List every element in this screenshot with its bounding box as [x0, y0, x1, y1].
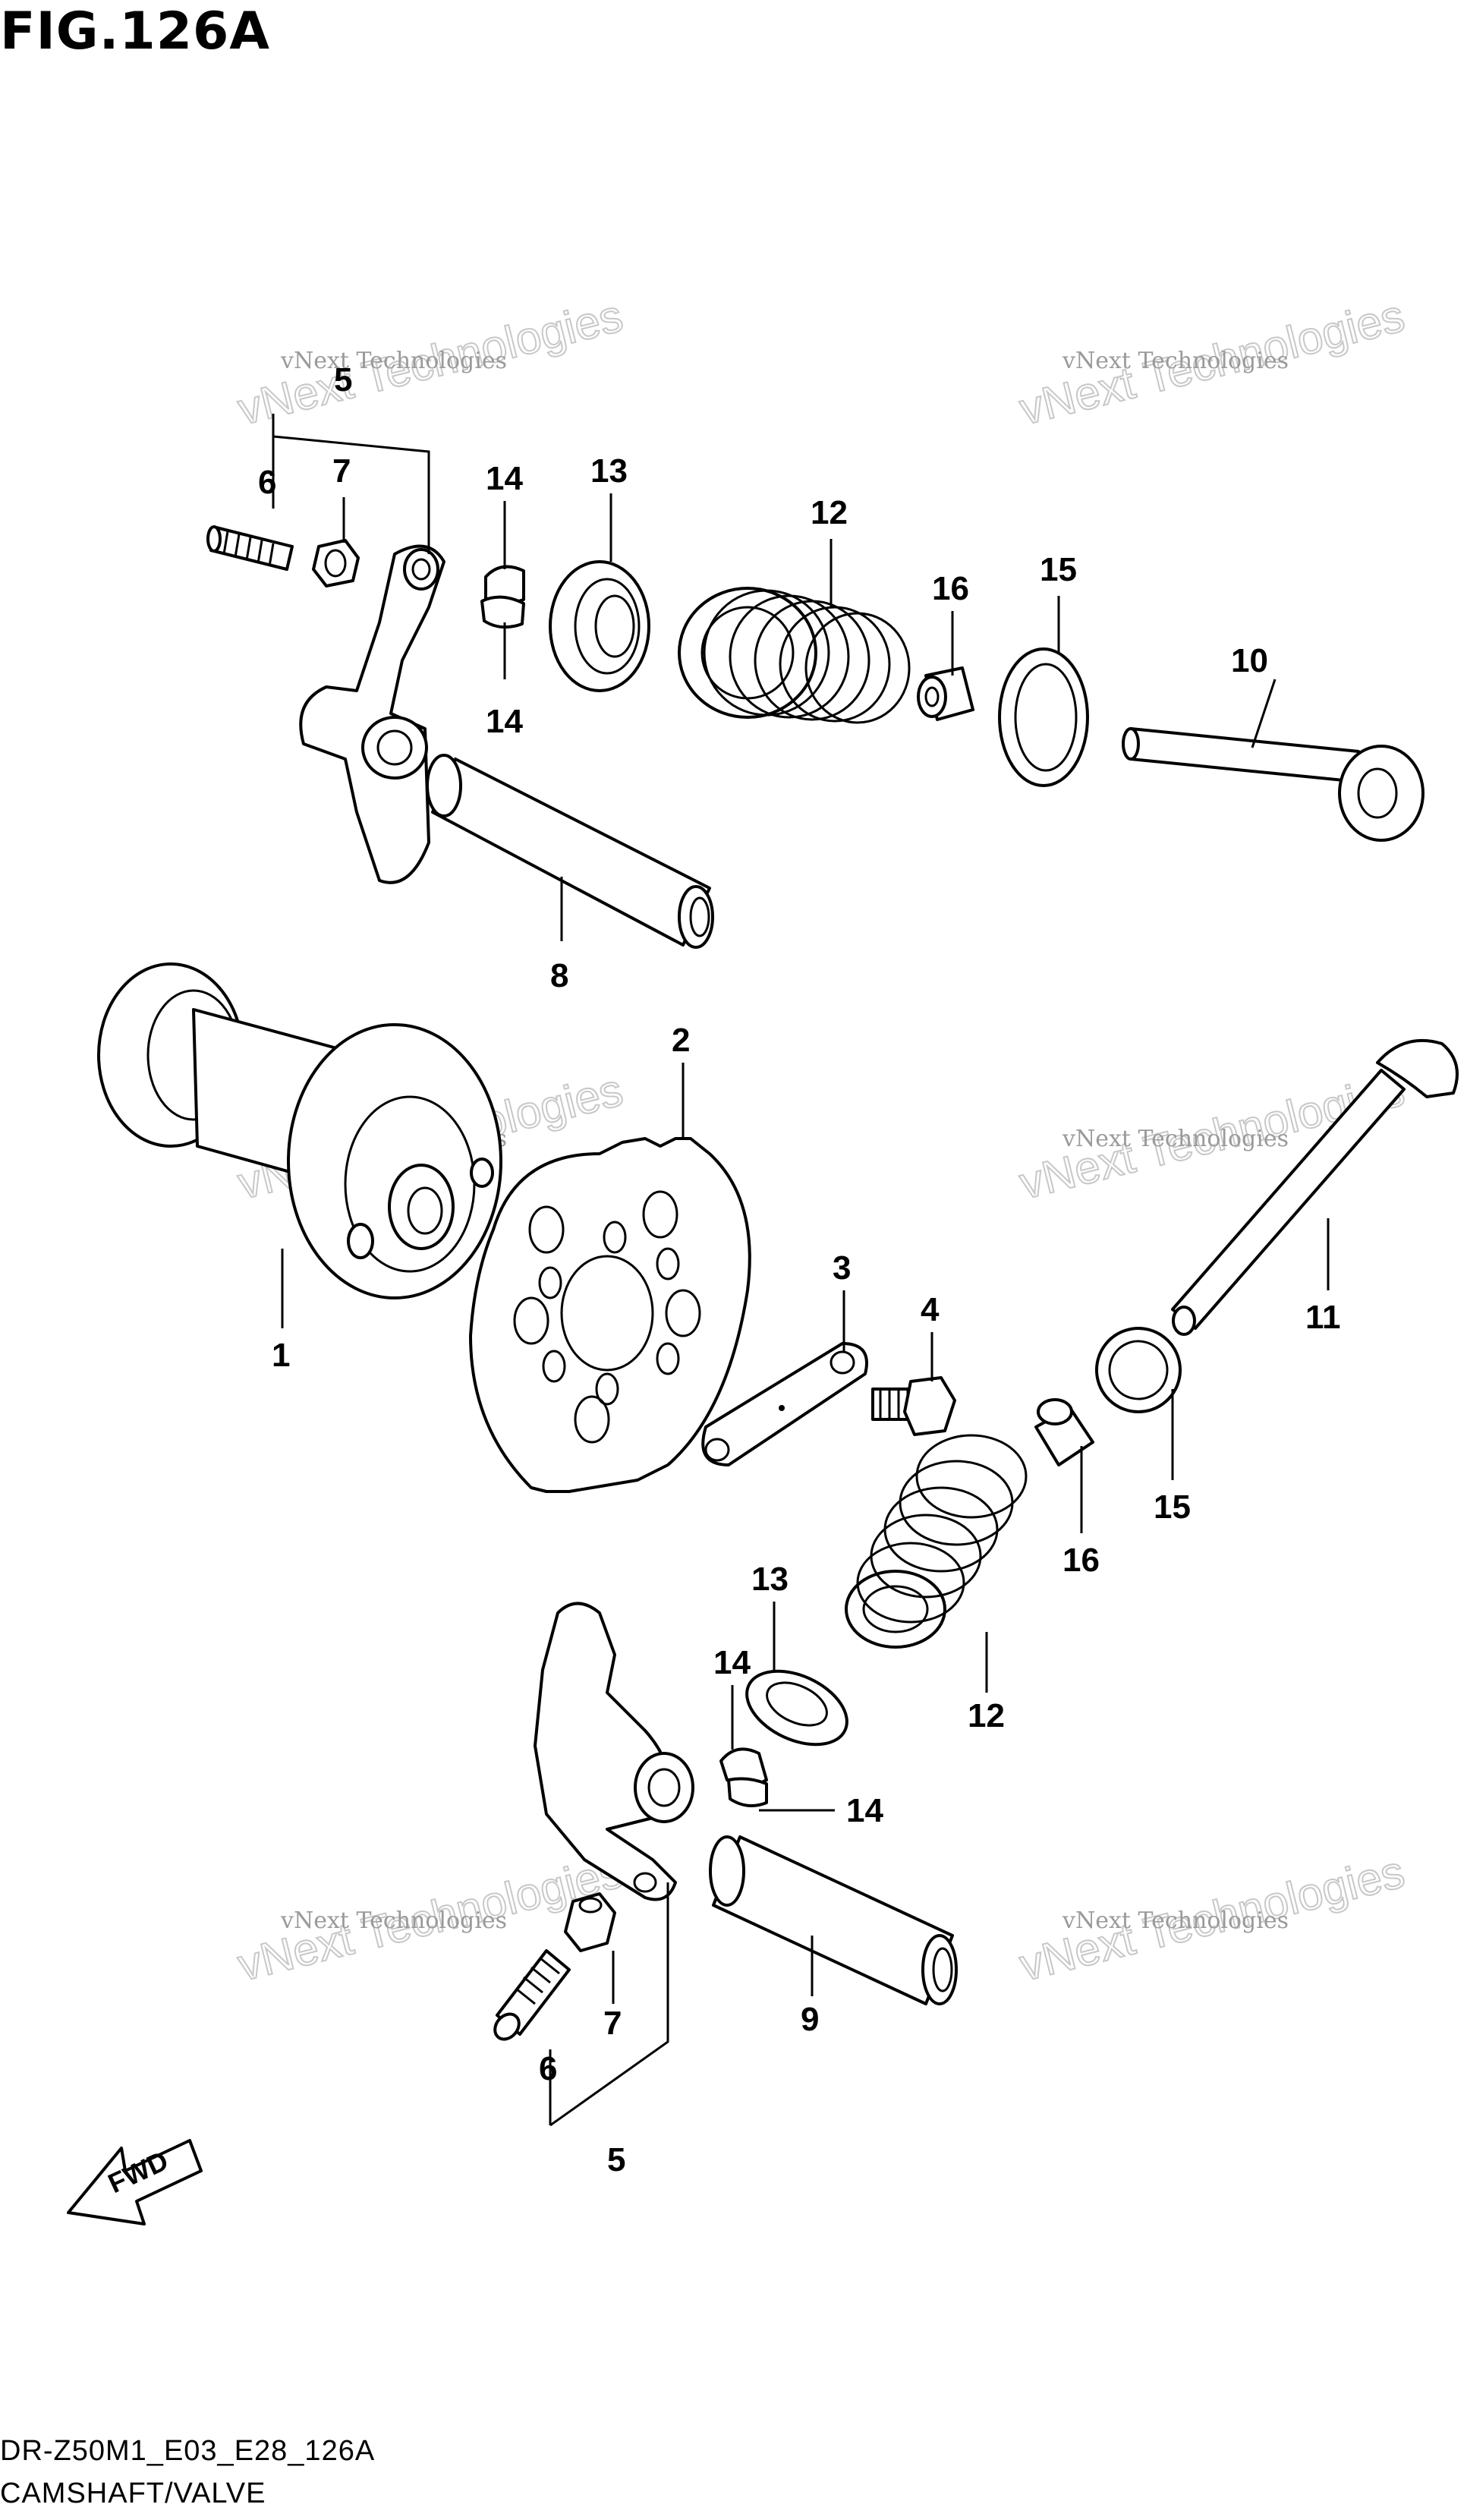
svg-text:vNext Technologies: vNext Technologies — [1062, 1907, 1289, 1934]
lock-nut-top — [312, 539, 360, 587]
spring-seat-washer-top — [998, 647, 1089, 787]
svg-text:vNext Technologies: vNext Technologies — [1062, 1126, 1289, 1152]
label-12-top: 12 — [811, 494, 848, 531]
label-14-bottom-a: 14 — [713, 1644, 751, 1681]
label-16-bottom: 16 — [1062, 1542, 1100, 1579]
watermark-top-left: vNext Technologies vNext Technologies — [232, 289, 628, 436]
rocker-arm-bottom — [534, 1602, 694, 1901]
spring-seat-washer-bottom — [1095, 1327, 1182, 1413]
camshaft-retainer-plate — [701, 1342, 868, 1466]
rocker-arm-shaft-top — [426, 754, 714, 949]
spring-retainer-bottom — [745, 1669, 848, 1747]
label-4: 4 — [921, 1291, 940, 1328]
adjusting-screw-top — [206, 525, 294, 571]
retainer-bolt — [871, 1376, 956, 1436]
label-11: 11 — [1305, 1299, 1341, 1336]
figure-title: FIG.126A — [0, 2, 270, 61]
valve-stem-seal-top — [917, 666, 974, 721]
label-12-bottom: 12 — [968, 1697, 1005, 1734]
svg-text:vNext Technologies: vNext Technologies — [280, 348, 507, 374]
label-16-top: 16 — [932, 570, 969, 607]
spring-retainer-top — [549, 560, 650, 692]
label-10: 10 — [1231, 642, 1268, 679]
lock-nut-bottom — [564, 1892, 616, 1952]
fwd-arrow-icon: FWD — [67, 2139, 203, 2225]
adjusting-screw-bottom — [493, 1949, 571, 2041]
part-labels: 5 6 7 14 14 13 12 16 15 10 8 2 1 3 4 11 … — [258, 361, 1341, 2178]
svg-text:vNext Technologies: vNext Technologies — [280, 1907, 507, 1934]
label-6-bottom: 6 — [539, 2050, 557, 2087]
svg-text:vNext Technologies: vNext Technologies — [1062, 348, 1289, 374]
label-2: 2 — [672, 1022, 690, 1059]
label-5-bottom: 5 — [607, 2141, 625, 2178]
label-1: 1 — [272, 1337, 290, 1374]
label-7-bottom: 7 — [603, 2005, 622, 2042]
label-14-top-b: 14 — [486, 703, 523, 740]
model-code: DR-Z50M1_E03_E28_126A — [0, 2435, 376, 2467]
label-6-top: 6 — [258, 464, 276, 501]
valve-spring-top — [678, 587, 911, 724]
valve-cotter-top — [480, 565, 525, 629]
camshaft — [97, 962, 502, 1299]
valve-stem-seal-bottom — [1034, 1398, 1094, 1466]
section-name: CAMSHAFT/VALVE — [0, 2477, 266, 2509]
label-9: 9 — [801, 2001, 819, 2038]
leader-lines — [272, 414, 1330, 2127]
watermark-bottom-right: vNext Technologies vNext Technologies — [1014, 1845, 1410, 1992]
label-13-top: 13 — [590, 452, 628, 490]
valve-cotter-bottom — [719, 1747, 768, 1807]
watermark-top-right: vNext Technologies vNext Technologies — [1014, 289, 1410, 436]
label-14-bottom-b: 14 — [846, 1792, 883, 1829]
label-14-top-a: 14 — [486, 460, 523, 497]
intake-valve — [1122, 727, 1425, 842]
label-8: 8 — [550, 957, 568, 994]
rocker-arm-shaft-bottom — [709, 1835, 958, 2005]
label-5-top: 5 — [334, 361, 352, 398]
label-3: 3 — [833, 1249, 851, 1287]
label-15-top: 15 — [1040, 551, 1077, 588]
label-15-bottom: 15 — [1154, 1488, 1191, 1526]
label-7-top: 7 — [332, 452, 351, 490]
cam-sprocket — [469, 1137, 751, 1493]
valve-spring-bottom — [845, 1434, 1028, 1649]
rocker-arm-top — [299, 544, 445, 884]
exhaust-valve — [1171, 1038, 1459, 1336]
label-13-bottom: 13 — [751, 1561, 789, 1598]
